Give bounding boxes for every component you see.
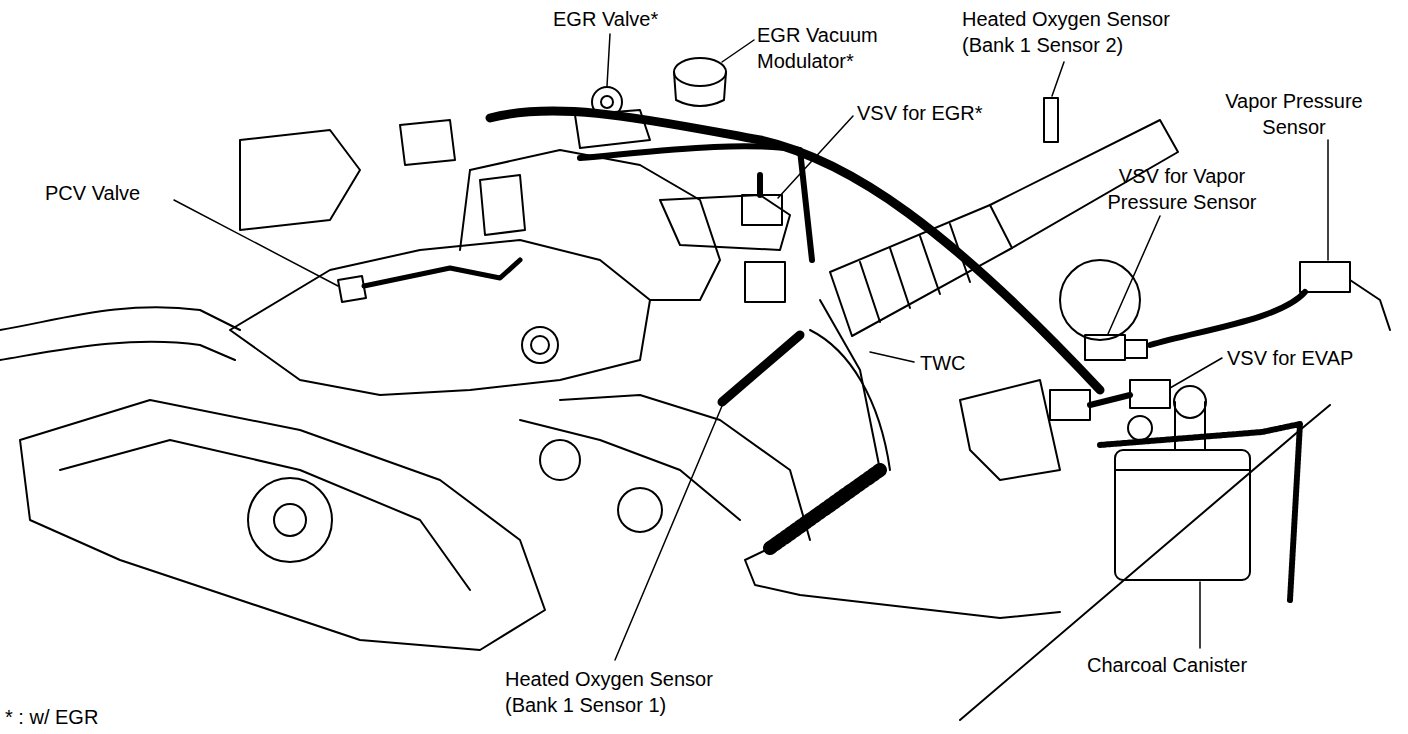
part-label: TWC: [920, 350, 966, 376]
intake-manifold: [470, 150, 720, 300]
catalytic-converter: [830, 205, 1012, 336]
throttle-body: [531, 336, 549, 354]
part-label: PCV Valve: [45, 180, 140, 206]
part-label: Heated Oxygen Sensor (Bank 1 Sensor 2): [962, 6, 1187, 58]
pcv-hose: [364, 260, 520, 286]
part-label: Vapor Pressure Sensor: [1214, 88, 1374, 140]
exhaust-manifold: [560, 395, 810, 540]
exhaust-manifold: [520, 420, 740, 520]
transmission: [1060, 260, 1140, 340]
egr-vacuum-modulator: [674, 72, 726, 106]
vapor-pressure-hose: [1150, 292, 1305, 345]
vacuum-hose: [580, 146, 812, 260]
vapor-pressure-wire: [1350, 280, 1390, 330]
vsv-egr: [742, 195, 782, 225]
part-label: Charcoal Canister: [1087, 652, 1247, 678]
transmission: [960, 380, 1060, 480]
pcv-valve: [338, 276, 366, 302]
charcoal-canister: [1115, 450, 1250, 580]
part-label: VSV for Vapor Pressure Sensor: [1092, 163, 1272, 215]
catalytic-converter: [860, 224, 970, 322]
pulley: [248, 478, 332, 562]
exhaust-port: [540, 440, 580, 480]
evap-hose: [1090, 395, 1130, 405]
leader-line: [1199, 582, 1201, 648]
o2-sensor: [1044, 98, 1058, 142]
part-label: VSV for EVAP: [1227, 345, 1353, 371]
throttle-body: [522, 327, 558, 363]
vsv-egr: [745, 262, 785, 302]
part-label: Heated Oxygen Sensor (Bank 1 Sensor 1): [505, 666, 730, 718]
vsv-evap: [1130, 380, 1170, 408]
leader-line: [1108, 216, 1160, 334]
pulley: [274, 504, 306, 536]
egr-valve: [601, 96, 613, 108]
leader-lines: [174, 34, 1328, 660]
radiator-hose: [0, 307, 240, 330]
part-label: VSV for EGR*: [857, 100, 983, 126]
leader-line: [1327, 140, 1329, 260]
egr-vacuum-modulator: [674, 58, 726, 86]
intake-manifold: [230, 240, 650, 395]
engine-block: [60, 440, 470, 590]
body-panel: [960, 405, 1330, 720]
part-label: EGR Valve*: [553, 6, 658, 32]
air-duct: [480, 175, 525, 235]
leader-line: [1170, 358, 1222, 388]
bracket: [240, 130, 360, 230]
flex-pipe: [770, 470, 880, 548]
leader-line: [1052, 62, 1064, 96]
leader-line: [778, 116, 853, 198]
exhaust-elbow: [745, 548, 1000, 618]
intake-manifold: [460, 170, 470, 250]
egr-pipe: [490, 111, 1100, 390]
engine-block: [20, 400, 545, 650]
o2-sensor: [722, 335, 800, 402]
body-panel: [1000, 612, 1060, 618]
vsv-vapor-pressure: [1125, 340, 1147, 358]
vsv-evap: [1050, 390, 1090, 420]
vsv-egr: [757, 175, 763, 195]
exhaust-port: [618, 488, 662, 532]
leader-line: [174, 200, 338, 286]
leader-line: [615, 406, 722, 660]
charcoal-canister: [1115, 469, 1250, 471]
radiator-hose: [0, 342, 235, 360]
canister-cap: [1174, 386, 1206, 418]
leader-line: [870, 352, 914, 362]
bracket: [400, 120, 455, 165]
leader-line: [722, 40, 754, 62]
canister-port: [1128, 416, 1152, 440]
vapor-pressure-sensor: [1300, 262, 1350, 292]
leader-line: [607, 34, 610, 86]
canister-cap: [1175, 402, 1205, 450]
vsv-egr: [660, 195, 790, 250]
vsv-vapor-pressure: [1085, 335, 1125, 360]
canister-bracket: [1100, 424, 1300, 600]
footnote: * : w/ EGR: [5, 704, 98, 730]
part-label: EGR Vacuum Modulator*: [757, 22, 917, 74]
